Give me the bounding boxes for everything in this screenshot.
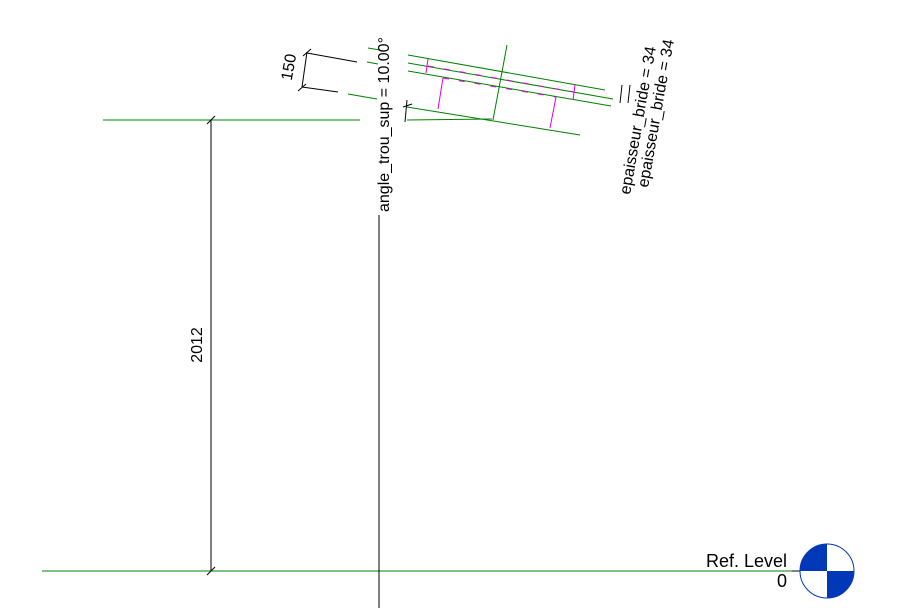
model-lines[interactable] — [425, 58, 576, 129]
offset-dimension-value[interactable]: 150 — [279, 53, 300, 82]
plane-dash — [367, 47, 381, 51]
offset-dimension-line[interactable] — [301, 51, 308, 88]
reference-planes — [42, 44, 792, 572]
offset-dimension-witness — [306, 52, 358, 63]
angle-dimension-label[interactable]: angle_trou_sup = 10.00° — [376, 37, 393, 212]
plane-dash — [366, 61, 379, 65]
plane-dash — [347, 93, 378, 100]
level-elevation[interactable]: 0 — [777, 571, 787, 591]
tilted-center-plane[interactable] — [492, 44, 508, 121]
tilted-plane-4[interactable] — [406, 106, 581, 136]
top-reference-plane-right[interactable] — [406, 118, 493, 121]
annotations — [206, 48, 800, 608]
height-dimension-value[interactable]: 2012 — [189, 327, 206, 363]
angle-dimension[interactable] — [404, 99, 408, 123]
tilted-plane-1[interactable] — [407, 54, 606, 91]
level-name[interactable]: Ref. Level — [706, 551, 787, 571]
tilted-plane-3[interactable] — [407, 70, 612, 107]
level-marker-icon[interactable] — [799, 543, 855, 599]
